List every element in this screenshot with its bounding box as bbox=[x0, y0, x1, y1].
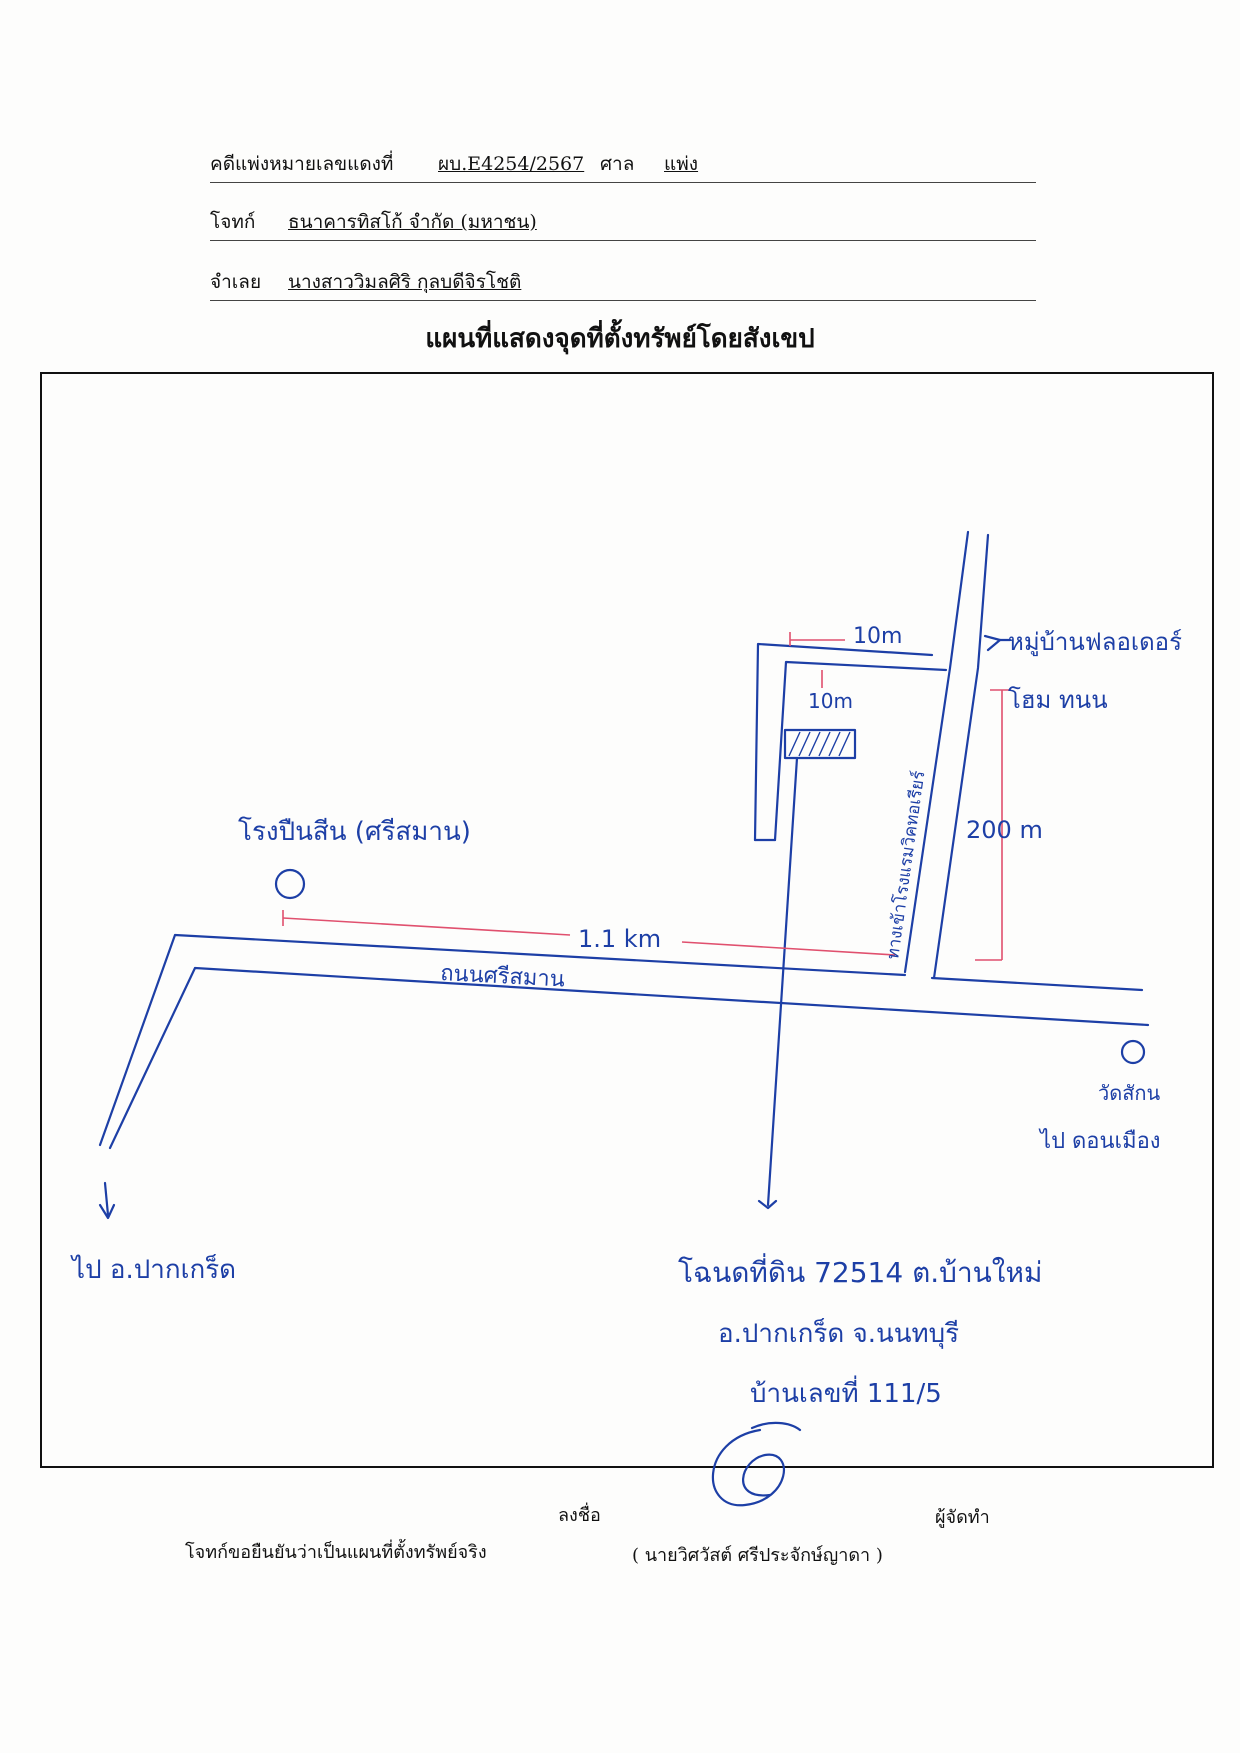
defendant-name: นางสาววิมลศิริ กุลบดีจิรโชติ bbox=[288, 271, 522, 293]
deed-leader-line bbox=[766, 756, 799, 1207]
village-pointer bbox=[983, 634, 1002, 652]
defendant-label: จำเลย bbox=[210, 271, 262, 293]
village-label-line1: หมู่บ้านฟลอเดอร์ bbox=[1008, 628, 1182, 657]
map-frame bbox=[40, 372, 1214, 1468]
width-label: 10m bbox=[853, 624, 902, 649]
main-road-upper-edge bbox=[98, 933, 907, 1147]
confirmation-text: โจทก์ขอยืนยันว่าเป็นแผนที่ตั้งทรัพย์จริง bbox=[185, 1542, 487, 1563]
case-number: ผบ.E4254/2567 bbox=[438, 153, 585, 175]
road-east-upper bbox=[930, 976, 1144, 992]
road-name-label: ถนนศรีสมาน bbox=[440, 961, 566, 992]
court-label: ศาล bbox=[600, 153, 635, 175]
village-label-line2: โฮม ทนน bbox=[1008, 686, 1108, 714]
main-road-lower-edge bbox=[108, 966, 1150, 1150]
property-plot bbox=[783, 728, 857, 760]
case-number-row: คดีแพ่งหมายเลขแดงที่ ผบ.E4254/2567 ศาล แ… bbox=[210, 148, 1036, 183]
sign-label: ลงชื่อ bbox=[558, 1505, 601, 1526]
direction-left-arrow bbox=[98, 1181, 116, 1220]
side-road-left-edge bbox=[903, 530, 970, 974]
side-road-right-edge bbox=[932, 533, 990, 980]
plaintiff-label: โจทก์ bbox=[210, 211, 256, 233]
side-road-label: ทางเข้าโรงแรมวิคทอเรียร์ bbox=[882, 769, 929, 960]
temple-label: วัดสักน bbox=[1098, 1081, 1161, 1105]
depth-label: 10m bbox=[808, 689, 853, 713]
deed-line-2: อ.ปากเกร็ด จ.นนทบุรี bbox=[718, 1317, 959, 1349]
landmark-left-circle bbox=[274, 868, 306, 900]
landmark-left-label: โรงปืนสีน (ศรีสมาน) bbox=[238, 816, 471, 847]
map-title: แผนที่แสดงจุดที่ตั้งทรัพย์โดยสังเขป bbox=[425, 324, 815, 354]
lane-outer-edge bbox=[753, 642, 934, 842]
deed-leader-arrowhead bbox=[757, 1199, 778, 1210]
distance-200-label: 200 m bbox=[966, 816, 1043, 844]
plaintiff-name: ธนาคารทิสโก้ จำกัด (มหาชน) bbox=[288, 211, 537, 233]
lane-inner-edge bbox=[773, 660, 948, 842]
to-pakkret-label: ไป อ.ปากเกร็ด bbox=[70, 1253, 236, 1285]
deed-line-1: โฉนดที่ดิน 72514 ต.บ้านใหม่ bbox=[678, 1253, 1042, 1289]
defendant-row: จำเลย นางสาววิมลศิริ กุลบดีจิรโชติ bbox=[210, 266, 1036, 301]
temple-circle bbox=[1120, 1039, 1146, 1065]
to-donmueang-label: ไป ดอนเมือง bbox=[1038, 1128, 1161, 1154]
distance-label: 1.1 km bbox=[578, 925, 661, 953]
role-label: ผู้จัดทำ bbox=[935, 1507, 990, 1528]
signer-name: ( นายวิศวัสต์ ศรีประจักษ์ญาดา ) bbox=[632, 1545, 883, 1566]
case-label: คดีแพ่งหมายเลขแดงที่ bbox=[210, 153, 394, 175]
deed-line-3: บ้านเลขที่ 111/5 bbox=[750, 1375, 942, 1409]
plaintiff-row: โจทก์ ธนาคารทิสโก้ จำกัด (มหาชน) bbox=[210, 206, 1036, 241]
court-name: แพ่ง bbox=[664, 153, 699, 175]
signature bbox=[712, 1421, 802, 1507]
distance-line-right bbox=[681, 941, 896, 956]
distance-line-left bbox=[282, 917, 571, 936]
